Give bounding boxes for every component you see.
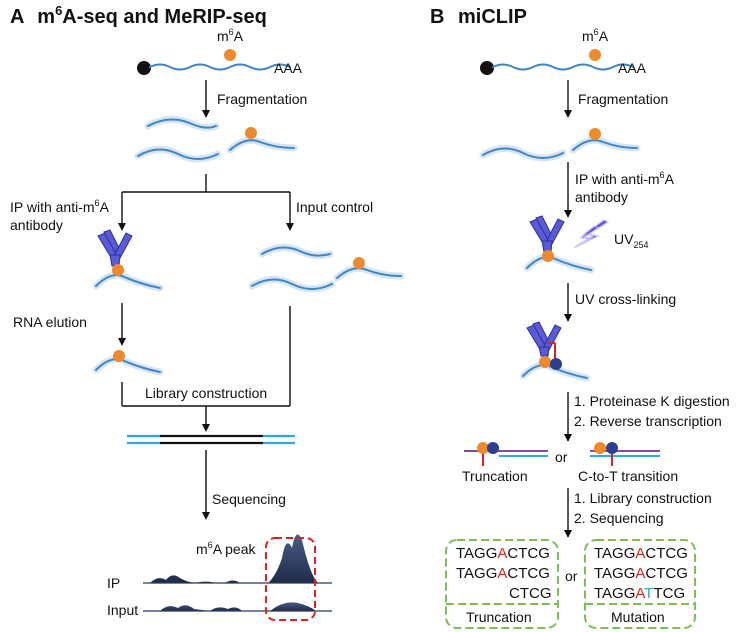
library-fragment-a bbox=[127, 434, 295, 445]
m6a-label-top-b: m6A bbox=[582, 27, 609, 44]
m6a-dot-top-a bbox=[224, 49, 236, 61]
library-construction-label: Library construction bbox=[145, 385, 267, 401]
seq-step-b: 2. Sequencing bbox=[574, 510, 664, 526]
m6a-dot-frag-b bbox=[589, 128, 601, 140]
m6a-dot-top-b bbox=[589, 49, 601, 61]
m6a-dot-frag-a bbox=[245, 127, 257, 139]
rt-step: 2. Reverse transcription bbox=[574, 413, 722, 429]
input-frag-2 bbox=[251, 278, 333, 290]
trunc-read-1: TAGGACTCG bbox=[456, 545, 550, 562]
truncation-label-b: Truncation bbox=[462, 468, 528, 484]
m6a-dot-ip-a bbox=[112, 264, 124, 276]
panel-a-letter: A bbox=[10, 6, 24, 28]
proteinase-step: 1. Proteinase K digestion bbox=[574, 393, 730, 409]
track-input-label: Input bbox=[107, 602, 138, 618]
uv254-label: UV254 bbox=[614, 231, 648, 250]
lib-step-b: 1. Library construction bbox=[574, 490, 712, 506]
panel-b-title: B miCLIP bbox=[430, 6, 527, 28]
truncation-cdna bbox=[464, 442, 548, 466]
step-fragmentation-b: Fragmentation bbox=[578, 91, 668, 107]
truncation-reads-box bbox=[445, 539, 559, 629]
input-frag-1 bbox=[261, 246, 331, 257]
mut-read-2: TAGGACTCG bbox=[594, 565, 688, 582]
ip-rna-a bbox=[95, 274, 161, 289]
panel-a: A m6A-seq and MeRIP-seq m6A AAA Fragment… bbox=[10, 3, 405, 621]
trunc-read-3: CTCG bbox=[509, 585, 552, 602]
uv-crosslinking-label: UV cross-linking bbox=[575, 291, 676, 307]
polya-b: AAA bbox=[618, 60, 647, 76]
panel-b: B miCLIP m6A AAA Fragmentation IP with a… bbox=[430, 6, 730, 629]
m6a-dot-crosslinked bbox=[539, 356, 551, 368]
trunc-box-label: Truncation bbox=[466, 609, 532, 625]
c-to-t-label: C-to-T transition bbox=[578, 468, 678, 484]
m6a-dot-ip-b bbox=[542, 250, 554, 262]
m6a-label-top-a: m6A bbox=[217, 27, 244, 44]
trunc-read-2: TAGGACTCG bbox=[456, 565, 550, 582]
m6a-peak-label: m6A peak bbox=[196, 540, 257, 557]
polya-a: AAA bbox=[274, 60, 303, 76]
peak-highlight-box bbox=[265, 537, 316, 621]
antibody-icon-a bbox=[97, 229, 133, 267]
m6a-dot-input bbox=[353, 257, 365, 269]
input-control-label: Input control bbox=[296, 199, 373, 215]
mrna-b bbox=[492, 63, 634, 71]
cap-dot-a bbox=[137, 61, 151, 75]
c-to-t-cdna bbox=[590, 442, 660, 466]
ip-label-a-line2: antibody bbox=[10, 217, 63, 233]
mut-read-1: TAGGACTCG bbox=[594, 545, 688, 562]
or-label-b: or bbox=[555, 449, 568, 465]
rna-elution-label: RNA elution bbox=[13, 314, 87, 330]
fragment-2-b bbox=[572, 139, 638, 151]
cap-dot-b bbox=[480, 61, 494, 75]
sequencing-label: Sequencing bbox=[212, 491, 286, 507]
antibody-icon-b bbox=[529, 215, 565, 253]
ip-track bbox=[143, 534, 330, 583]
track-ip-label: IP bbox=[107, 575, 120, 591]
peptide-adduct-dot bbox=[550, 358, 562, 370]
fragment-1-b bbox=[482, 147, 564, 159]
mutation-reads-box bbox=[584, 539, 696, 629]
ip-label-b-line2: antibody bbox=[575, 189, 628, 205]
fragment-3-a bbox=[229, 139, 295, 151]
ip-label-b: IP with anti-m6A bbox=[575, 170, 675, 187]
mut-read-3: TAGGATTCG bbox=[594, 585, 685, 602]
input-track bbox=[143, 602, 316, 611]
panel-b-letter: B bbox=[430, 6, 444, 28]
fragment-2-a bbox=[137, 148, 219, 160]
m6a-dot-eluted bbox=[113, 350, 125, 362]
mut-box-label: Mutation bbox=[611, 609, 665, 625]
panel-a-title: A m6A-seq and MeRIP-seq bbox=[10, 3, 267, 28]
or-between-boxes: or bbox=[565, 568, 578, 584]
step-fragmentation-a: Fragmentation bbox=[217, 91, 307, 107]
input-frag-3 bbox=[336, 267, 402, 279]
fragment-1-a bbox=[147, 118, 217, 129]
ip-label-a: IP with anti-m6A bbox=[10, 198, 110, 215]
mrna-a bbox=[149, 63, 291, 71]
